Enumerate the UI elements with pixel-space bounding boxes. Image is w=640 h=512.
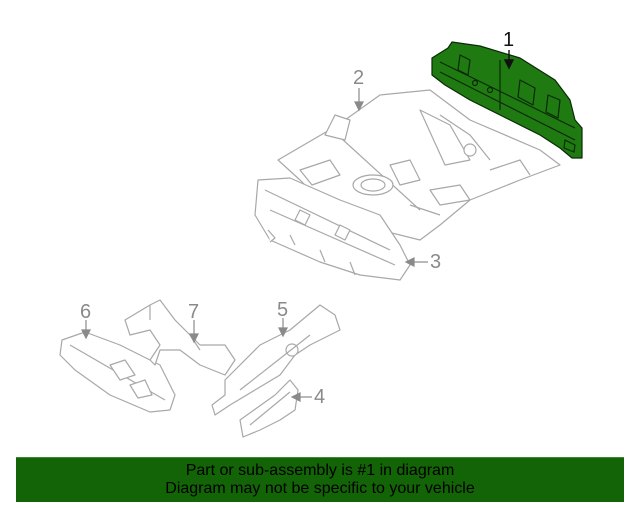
parts-diagram — [59, 41, 583, 438]
callout-2: 2 — [353, 67, 365, 89]
leader-arrow-2 — [354, 88, 364, 112]
leader-arrow-6 — [81, 320, 91, 340]
part-1-highlighted-panel — [431, 41, 583, 159]
info-banner: Part or sub-assembly is #1 in diagram Di… — [16, 457, 624, 502]
leader-arrow-4 — [290, 392, 312, 402]
leader-arrow-7 — [189, 320, 199, 344]
banner-line-2: Diagram may not be specific to your vehi… — [165, 480, 475, 497]
part-2-floor-pan — [277, 89, 561, 241]
part-4-rail-extension — [239, 379, 299, 438]
part-7-reinforcement — [124, 299, 236, 376]
callout-7: 7 — [188, 301, 200, 323]
leader-arrow-5 — [278, 318, 288, 338]
leader-arrow-3 — [404, 257, 428, 267]
part-3-crossmember — [254, 177, 411, 281]
leader-arrow-1 — [503, 50, 515, 70]
banner-line-1: Part or sub-assembly is #1 in diagram — [185, 462, 455, 479]
part-5-side-rail — [211, 304, 341, 416]
callout-3: 3 — [430, 251, 442, 273]
part-6-crossmember — [59, 331, 176, 413]
callout-1: 1 — [503, 29, 515, 51]
callout-6: 6 — [80, 301, 92, 323]
callout-5: 5 — [277, 299, 289, 321]
callout-4: 4 — [314, 386, 326, 408]
